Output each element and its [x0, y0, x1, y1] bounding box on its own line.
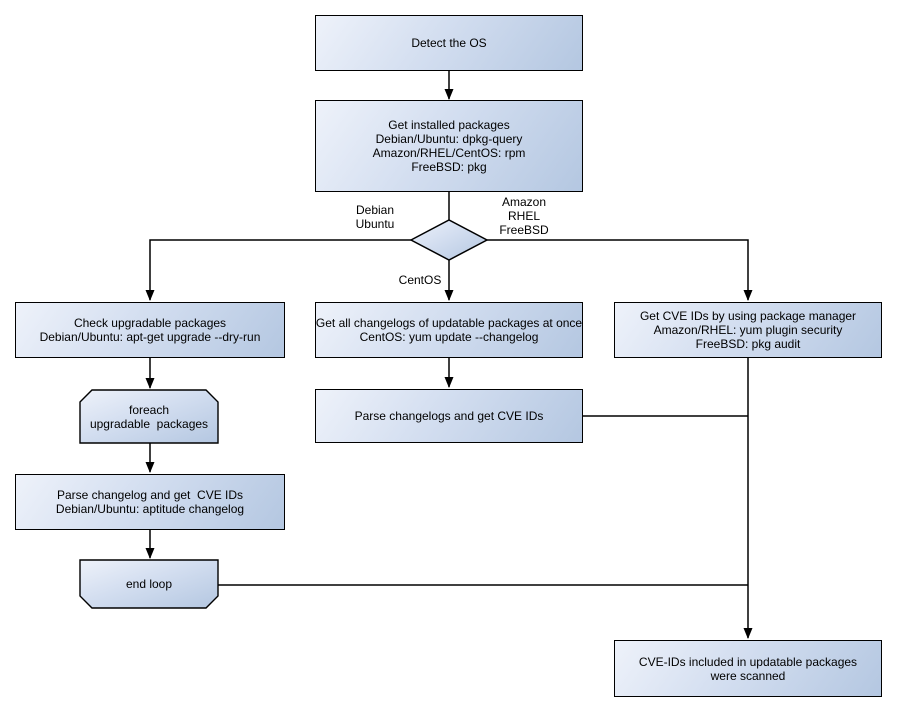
branch-label-centos: CentOS [398, 273, 442, 287]
node-get-installed-packages: Get installed packages Debian/Ubuntu: dp… [315, 100, 583, 192]
node-check-upgradable-label: Check upgradable packages Debian/Ubuntu:… [39, 316, 261, 344]
node-parse-changelog-debian: Parse changelog and get CVE IDs Debian/U… [15, 474, 285, 530]
node-get-cve-pkg-manager-label: Get CVE IDs by using package manager Ama… [639, 309, 857, 351]
branch-label-debian-ubuntu: Debian Ubuntu [355, 203, 395, 231]
node-foreach-loop-label: foreach upgradable packages [89, 402, 209, 431]
node-end-loop-label: end loop [125, 577, 173, 591]
node-get-installed-packages-label: Get installed packages Debian/Ubuntu: dp… [372, 118, 526, 174]
foreach-loop-shape [79, 389, 219, 444]
node-parse-changelogs-centos-label: Parse changelogs and get CVE IDs [354, 409, 544, 423]
node-check-upgradable: Check upgradable packages Debian/Ubuntu:… [15, 302, 285, 358]
node-get-changelogs-centos-label: Get all changelogs of updatable packages… [315, 316, 583, 344]
end-loop-shape [79, 559, 219, 609]
node-parse-changelog-debian-label: Parse changelog and get CVE IDs Debian/U… [55, 488, 245, 516]
node-detect-os-label: Detect the OS [411, 36, 487, 50]
node-get-cve-pkg-manager: Get CVE IDs by using package manager Ama… [614, 302, 882, 358]
node-end-loop: end loop [80, 560, 218, 608]
node-get-changelogs-centos: Get all changelogs of updatable packages… [315, 302, 583, 358]
node-result: CVE-IDs included in updatable packages w… [614, 640, 882, 697]
branch-label-amazon-rhel-freebsd: Amazon RHEL FreeBSD [499, 195, 549, 237]
edge-decision-to-check-upgradable [145, 239, 411, 301]
node-detect-os: Detect the OS [315, 15, 583, 71]
node-result-label: CVE-IDs included in updatable packages w… [638, 654, 858, 683]
edge-decision-to-pkg-manager [487, 239, 753, 301]
node-parse-changelogs-centos: Parse changelogs and get CVE IDs [315, 389, 583, 443]
decision-diamond [409, 219, 489, 261]
node-foreach-loop: foreach upgradable packages [80, 390, 218, 443]
